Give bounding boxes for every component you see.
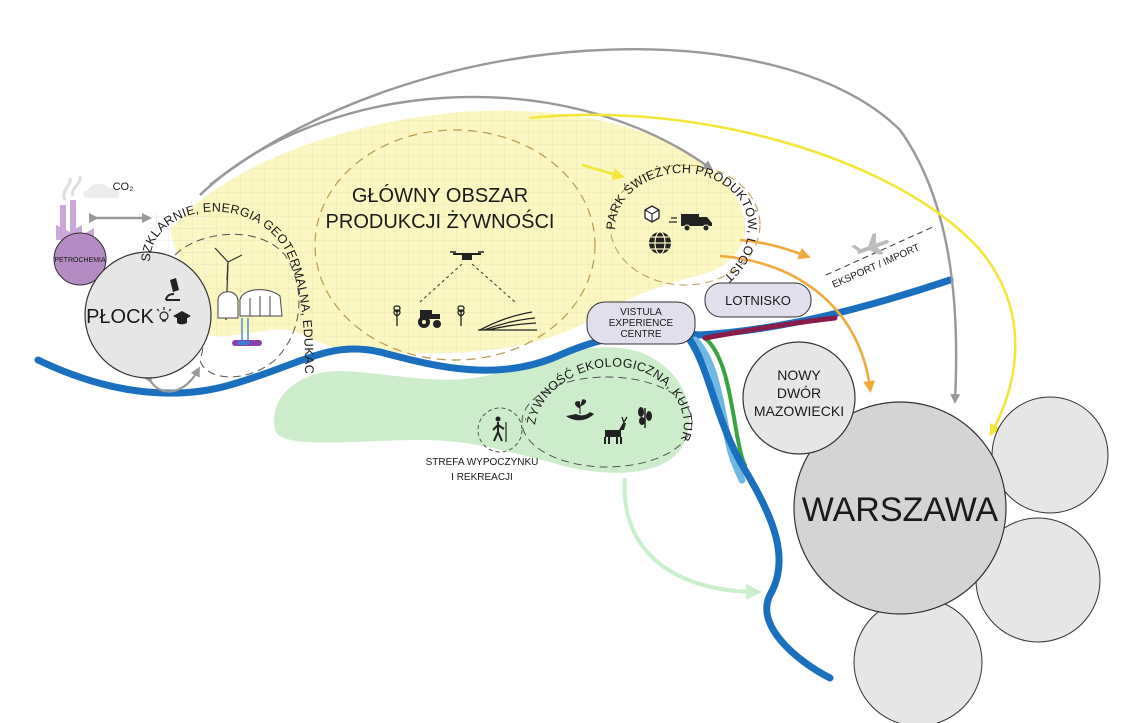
geothermal-pipe-icon	[232, 318, 262, 346]
city-circle-east	[991, 396, 1109, 514]
vistula-experience-centre-node	[586, 301, 696, 345]
deer-icon	[604, 416, 628, 444]
arrow-orange-to-export	[739, 238, 811, 260]
vistula-river-south	[686, 336, 834, 682]
nowy-dwor-node	[742, 341, 856, 455]
globe-icon	[649, 231, 671, 255]
lotnisko-label: LOTNISKO	[725, 293, 791, 308]
delivery-truck-icon	[669, 214, 712, 232]
plock-label: PŁOCK	[86, 306, 154, 328]
package-icon	[644, 205, 660, 223]
lightbulb-icon	[156, 307, 172, 322]
vistula-label-line3: CENTRE	[620, 329, 661, 340]
main-area-title-line2: PRODUKCJI ŻYWNOŚCI	[326, 209, 555, 233]
nowy-dwor-label-line2: DWÓR	[777, 385, 821, 401]
warszawa-label: WARSZAWA	[802, 491, 999, 529]
lotnisko-node	[704, 282, 812, 318]
main-area-title-line1: GŁÓWNY OBSZAR	[352, 184, 528, 207]
drone-icon	[450, 251, 484, 260]
wheat-icon	[393, 305, 401, 326]
rail-line	[702, 315, 838, 341]
vistula-label-line2: EXPERIENCE	[609, 318, 674, 329]
airplane-icon	[851, 232, 889, 255]
main-zone-boundary	[314, 129, 596, 361]
nowy-dwor-label-line1: NOWY	[777, 367, 821, 383]
co2-label: CO₂	[113, 181, 134, 193]
petrochemia-label: PETROCHEMIA	[54, 257, 106, 264]
river-green-bank	[703, 336, 747, 467]
co2-cloud-icon	[83, 183, 120, 198]
field-furrows-icon	[478, 311, 537, 331]
wheat-icon	[457, 305, 465, 326]
hiker-boundary	[477, 407, 523, 453]
leisure-label-line2: I REKREACJI	[451, 472, 513, 483]
smoke-icon	[62, 175, 82, 201]
arrow-orange-to-nowy-dwor	[719, 254, 876, 393]
tractor-icon	[418, 310, 441, 328]
fresh-park-boundary	[609, 164, 761, 286]
leisure-label-line1: STREFA WYPOCZYNKU	[426, 457, 539, 468]
arrow-yellow-to-park	[581, 163, 625, 180]
city-circle-south	[853, 597, 983, 723]
plant-icon	[638, 407, 652, 428]
petrochemia-node	[53, 232, 107, 286]
hiker-icon	[492, 416, 507, 442]
nowy-dwor-label-line3: MAZOWIECKI	[754, 403, 844, 419]
graduation-cap-icon	[173, 311, 191, 325]
greenhouse-icon	[217, 289, 283, 319]
microscope-icon	[165, 278, 180, 301]
vistula-label-line1: VISTULA	[620, 307, 662, 318]
hand-seedling-icon	[566, 399, 594, 421]
arrow-green-south	[622, 477, 762, 600]
warszawa-node	[793, 401, 1007, 615]
arrow-yellow-to-warszawa	[529, 113, 1017, 437]
arrow-grey-plock-loop	[142, 366, 200, 393]
arrow-grey-to-warszawa	[209, 48, 961, 404]
eco-boundary	[521, 376, 693, 468]
plock-node	[84, 251, 212, 379]
